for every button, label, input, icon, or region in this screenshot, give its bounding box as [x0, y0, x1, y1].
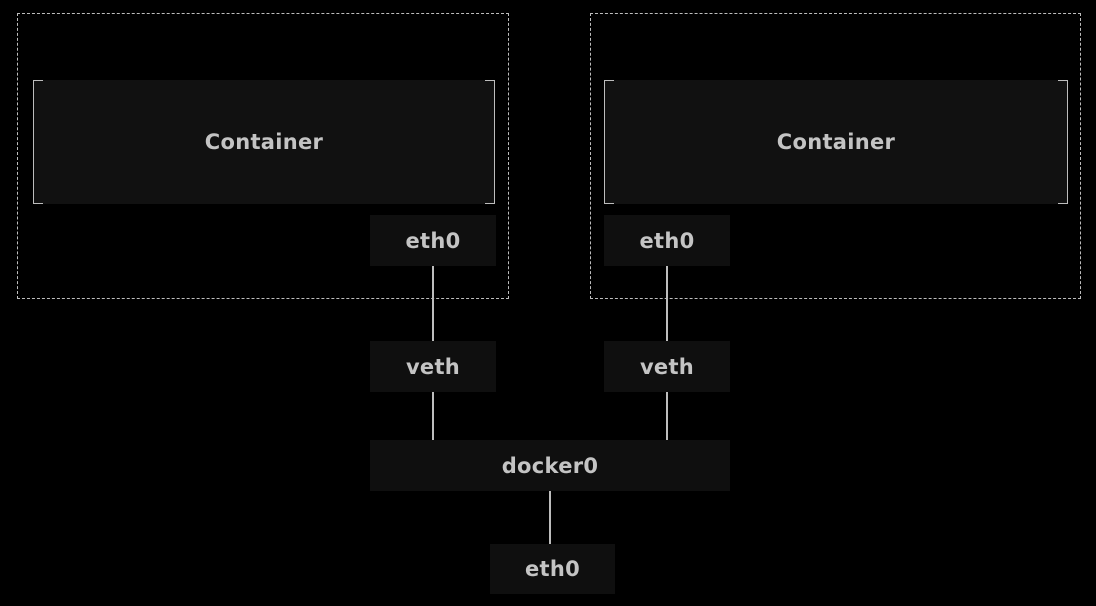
veth-right: veth	[604, 341, 730, 392]
wire-left-veth-bridge	[432, 392, 434, 440]
container-right-eth0: eth0	[604, 215, 730, 266]
wire-right-eth0-veth	[666, 266, 668, 341]
veth-left: veth	[370, 341, 496, 392]
docker0-bridge: docker0	[370, 440, 730, 491]
container-left-bracket-right	[485, 80, 495, 204]
container-namespace-left	[17, 13, 509, 299]
container-right-bracket-left	[604, 80, 614, 204]
container-left-bracket-left	[33, 80, 43, 204]
container-left-eth0-label: eth0	[405, 228, 461, 253]
container-left: Container	[33, 80, 495, 204]
wire-bridge-host	[549, 491, 551, 544]
host-eth0: eth0	[490, 544, 615, 594]
container-namespace-right	[590, 13, 1081, 299]
veth-right-label: veth	[639, 354, 695, 379]
host-eth0-label: eth0	[524, 557, 581, 581]
container-left-label: Container	[204, 130, 324, 154]
container-right-eth0-label: eth0	[639, 228, 695, 253]
docker0-label: docker0	[501, 453, 599, 478]
container-right-label: Container	[776, 130, 896, 154]
wire-right-veth-bridge	[666, 392, 668, 440]
container-right-bracket-right	[1058, 80, 1068, 204]
veth-left-label: veth	[405, 354, 461, 379]
container-right: Container	[604, 80, 1068, 204]
container-left-eth0: eth0	[370, 215, 496, 266]
wire-left-eth0-veth	[432, 266, 434, 341]
